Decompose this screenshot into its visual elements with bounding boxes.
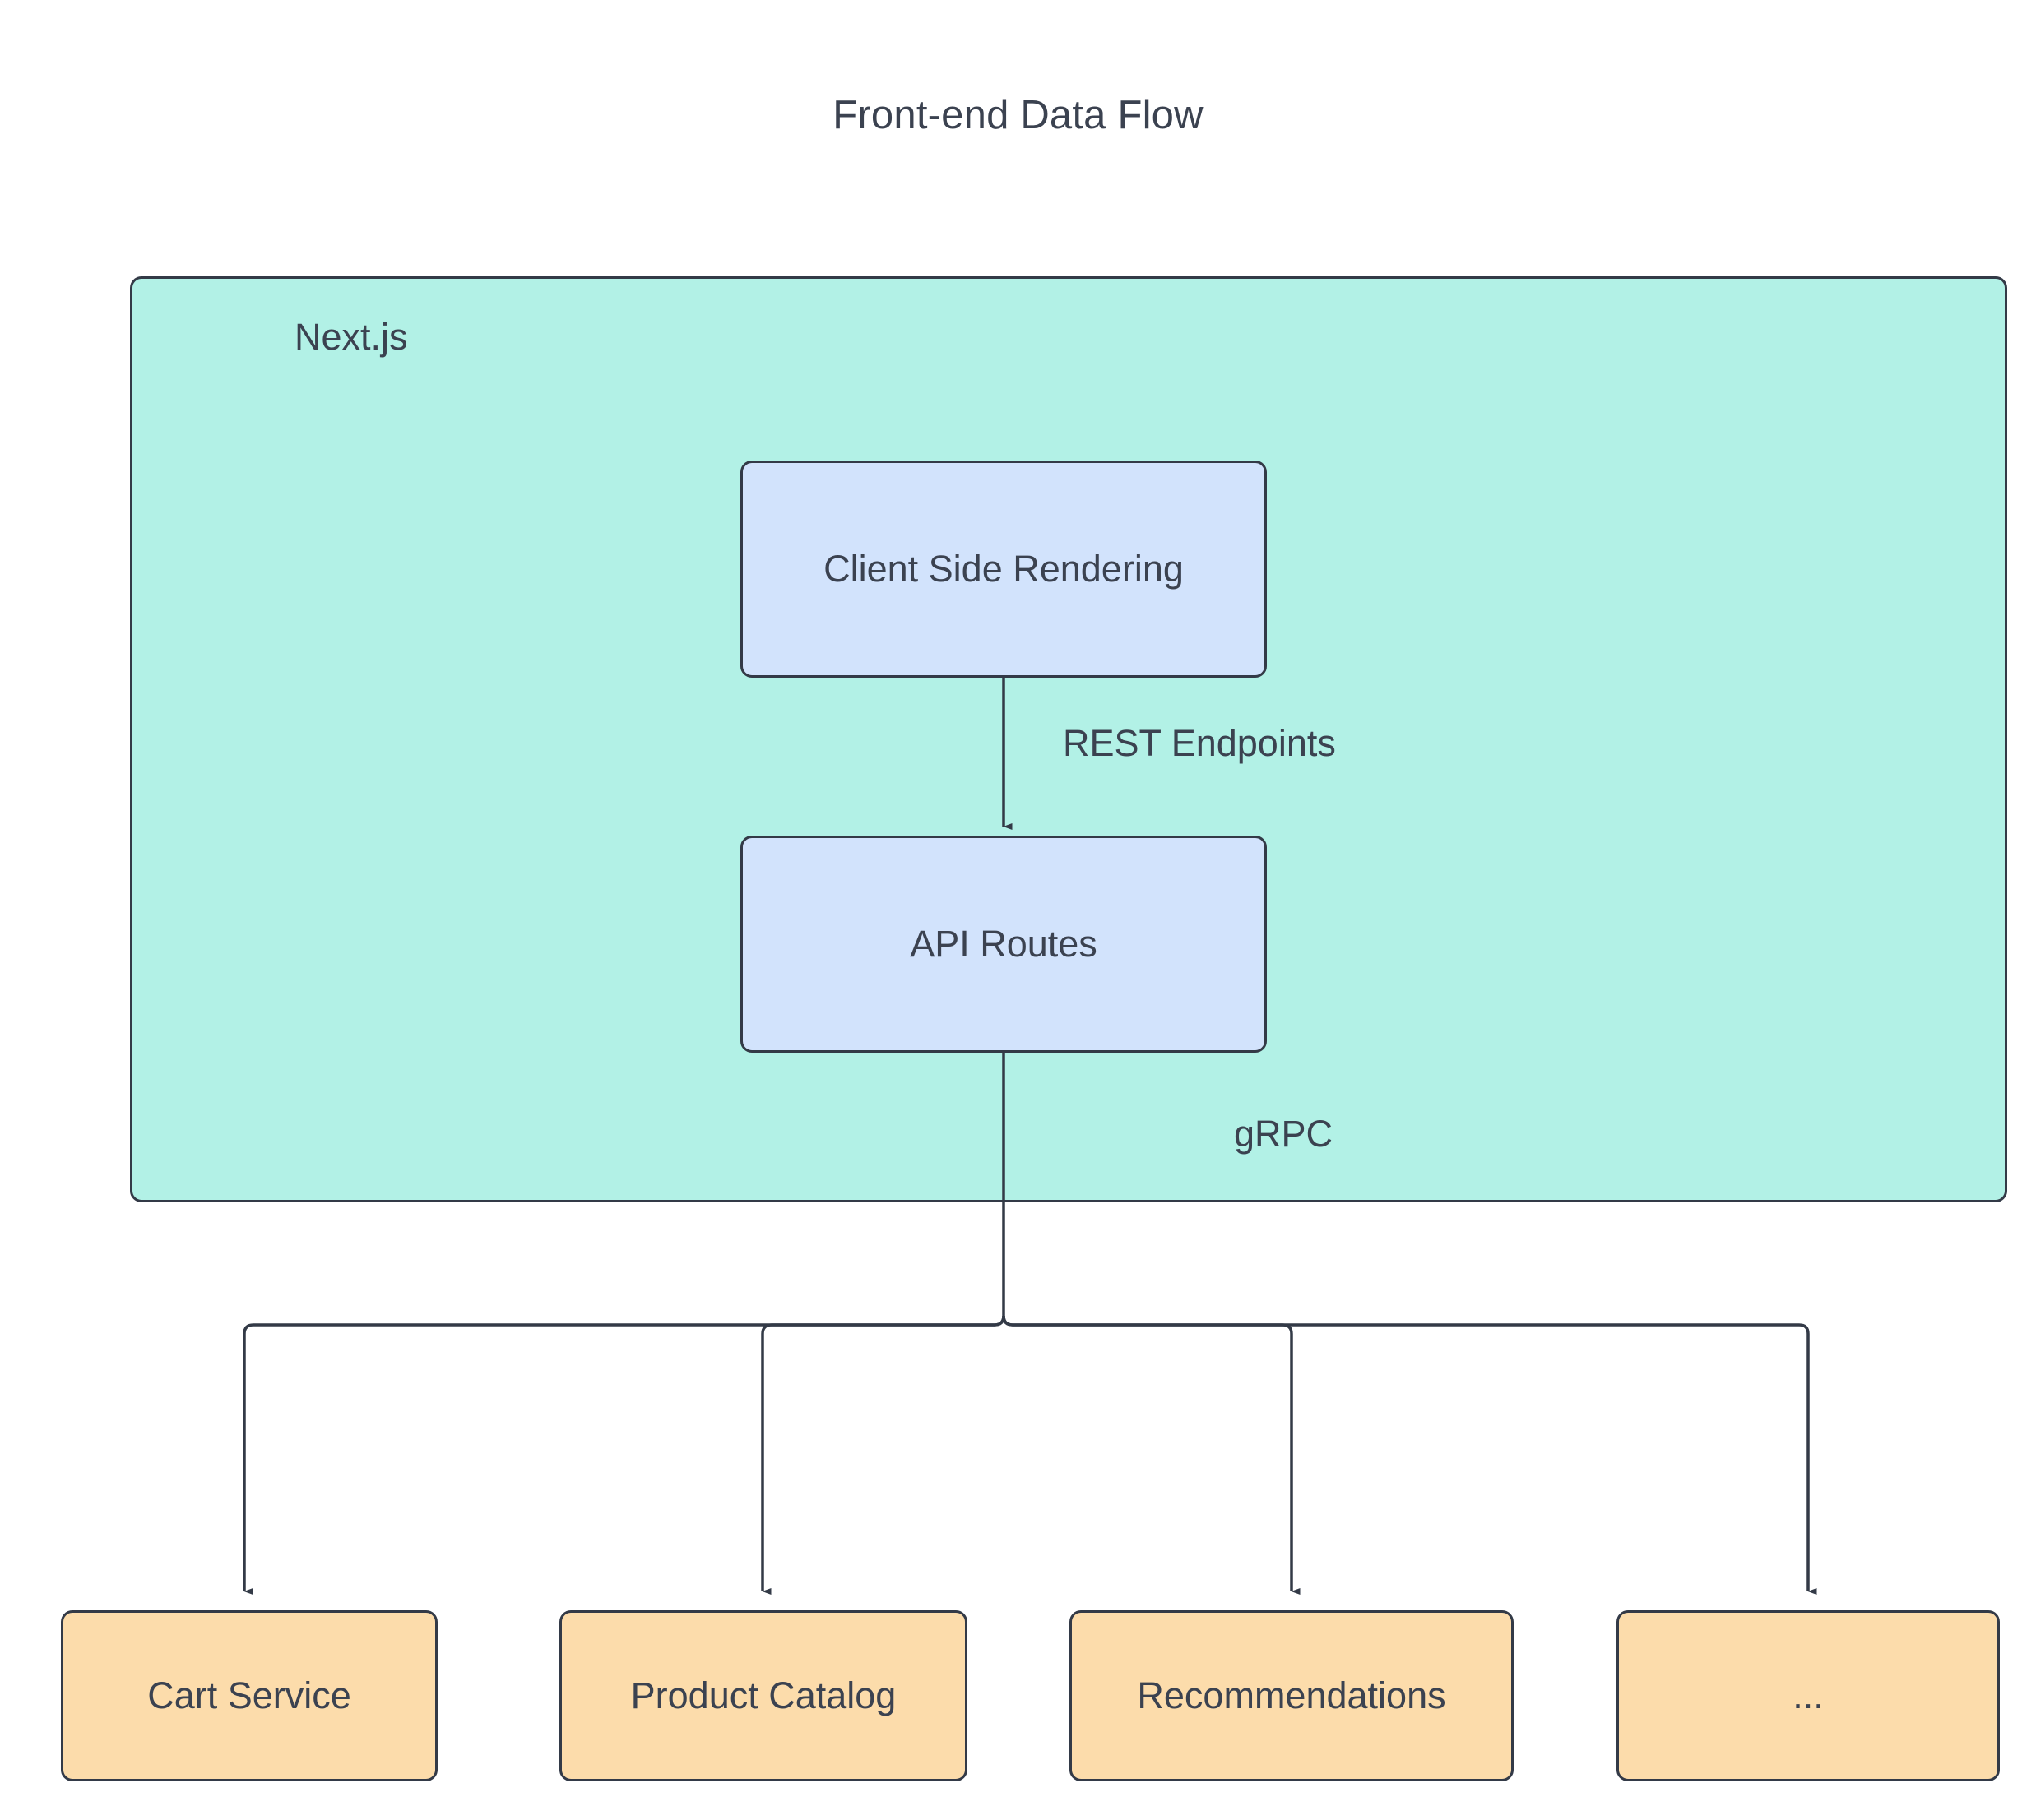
node-cart-service[interactable]: Cart Service	[61, 1610, 438, 1781]
node-recommendations[interactable]: Recommendations	[1069, 1610, 1514, 1781]
node-api-routes[interactable]: API Routes	[740, 836, 1267, 1053]
page-title: Front-end Data Flow	[832, 93, 1204, 137]
edge-label-rest-endpoints: REST Endpoints	[1063, 722, 1336, 764]
edge-bus-left-outer	[243, 1315, 1005, 1595]
edge-bus-left-inner	[761, 1315, 1005, 1595]
edge-bus-right-outer	[1002, 1315, 1817, 1595]
node-client-side-rendering[interactable]: Client Side Rendering	[740, 461, 1267, 678]
subgraph-nextjs-label: Next.js	[295, 316, 408, 358]
node-product-catalog[interactable]: Product Catalog	[559, 1610, 967, 1781]
edge-label-grpc: gRPC	[1234, 1113, 1333, 1155]
edge-bus-right-inner	[1002, 1315, 1301, 1595]
node-more-services[interactable]: ...	[1616, 1610, 2000, 1781]
